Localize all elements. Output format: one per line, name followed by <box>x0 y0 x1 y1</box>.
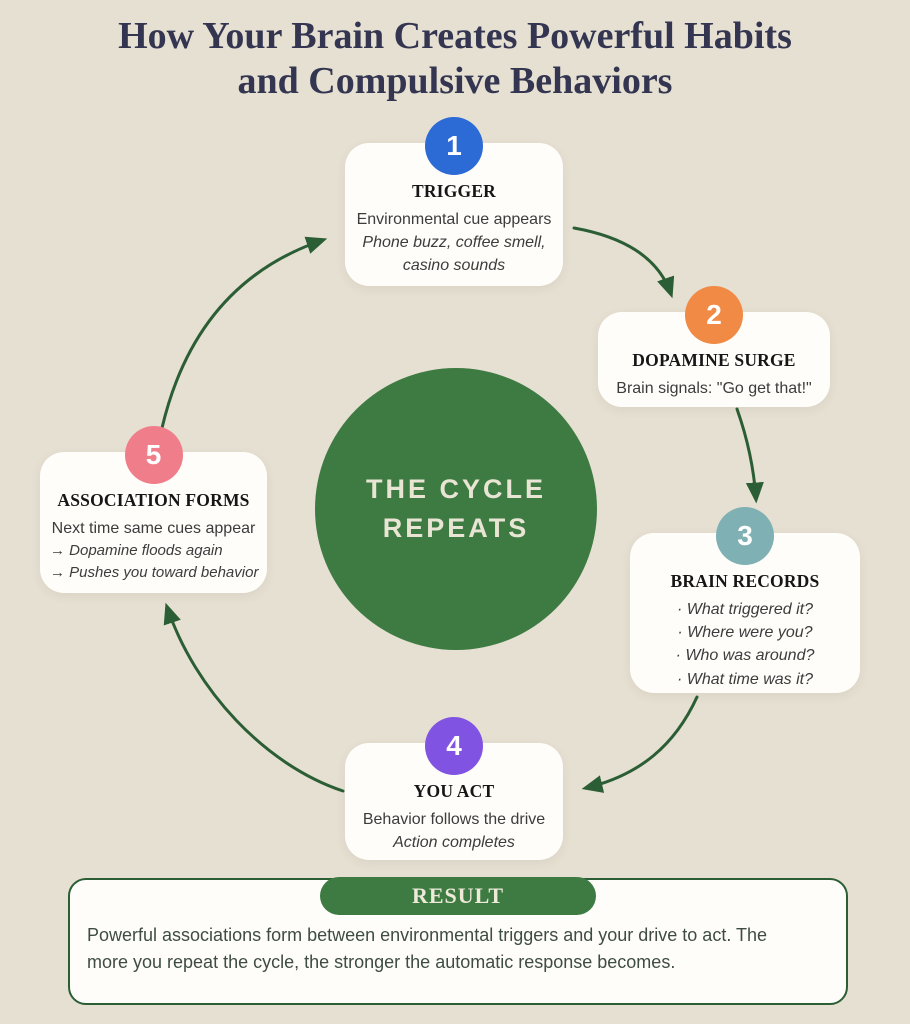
step-3-bullet-2: · Where were you? <box>677 624 813 642</box>
step-5-effect-2: → Pushes you toward behavior <box>50 563 259 581</box>
step-card-3: 3 BRAIN RECORDS · What triggered it? · W… <box>630 507 860 693</box>
page-title: How Your Brain Creates Powerful Habits a… <box>0 14 910 104</box>
step-2-description: Brain signals: "Go get that!" <box>616 380 812 397</box>
step-3-number: 3 <box>737 520 753 551</box>
step-1-number-badge: 1 <box>425 117 483 175</box>
step-3-bullet-4: · What time was it? <box>676 670 814 688</box>
result-text: Powerful associations form between envir… <box>87 925 768 972</box>
step-3-bullet-3: · Who was around? <box>675 647 815 665</box>
step-1-examples: Phone buzz, coffee smell, casino sounds <box>362 234 546 275</box>
arrow-step4-to-step5 <box>163 602 345 793</box>
step-5-title: ASSOCIATION FORMS <box>57 490 250 510</box>
step-3-bullet-1: · What triggered it? <box>676 601 814 618</box>
step-1-title: TRIGGER <box>411 181 497 201</box>
step-2-number: 2 <box>706 299 722 330</box>
step-1-description: Environmental cue appears <box>356 211 552 228</box>
step-2-number-badge: 2 <box>685 286 743 344</box>
result-label: RESULT <box>411 883 504 908</box>
center-label-line-2: REPEATS <box>382 513 530 543</box>
step-5-effect-1: → Dopamine floods again <box>50 542 223 560</box>
step-4-number-badge: 4 <box>425 717 483 775</box>
arrow-step2-to-step3 <box>735 407 764 504</box>
result-box: RESULT Powerful associations form betwee… <box>68 877 848 1005</box>
step-4-title: YOU ACT <box>413 781 495 801</box>
step-5-number-badge: 5 <box>124 426 183 484</box>
step-4-description: Behavior follows the drive <box>362 811 546 828</box>
step-4-outcome: Action completes <box>393 834 515 852</box>
step-3-title: BRAIN RECORDS <box>670 571 820 591</box>
step-5-number: 5 <box>145 439 162 470</box>
arrow-step3-to-step4 <box>581 695 699 793</box>
step-card-4: 4 YOU ACT Behavior follows the drive Act… <box>345 717 563 860</box>
arrow-step5-to-step1 <box>160 236 328 430</box>
center-label-line-1: THE CYCLE <box>365 473 546 504</box>
step-card-5: 5 ASSOCIATION FORMS Next time same cues … <box>40 426 267 593</box>
page-title-line-2: and Compulsive Behaviors <box>237 59 673 102</box>
step-1-number: 1 <box>446 130 462 161</box>
step-5-description: Next time same cues appear <box>51 520 256 537</box>
result-pill: RESULT <box>320 877 596 915</box>
step-2-title: DOPAMINE SURGE <box>632 350 796 370</box>
cycle-center-circle: THE CYCLE REPEATS <box>315 368 597 650</box>
page-title-line-1: How Your Brain Creates Powerful Habits <box>118 15 792 57</box>
step-4-number: 4 <box>446 730 462 761</box>
step-card-1: 1 TRIGGER Environmental cue appears Phon… <box>345 117 563 286</box>
step-3-number-badge: 3 <box>716 507 774 565</box>
step-card-2: 2 DOPAMINE SURGE Brain signals: "Go get … <box>598 286 830 407</box>
arrow-step1-to-step2 <box>572 226 675 299</box>
